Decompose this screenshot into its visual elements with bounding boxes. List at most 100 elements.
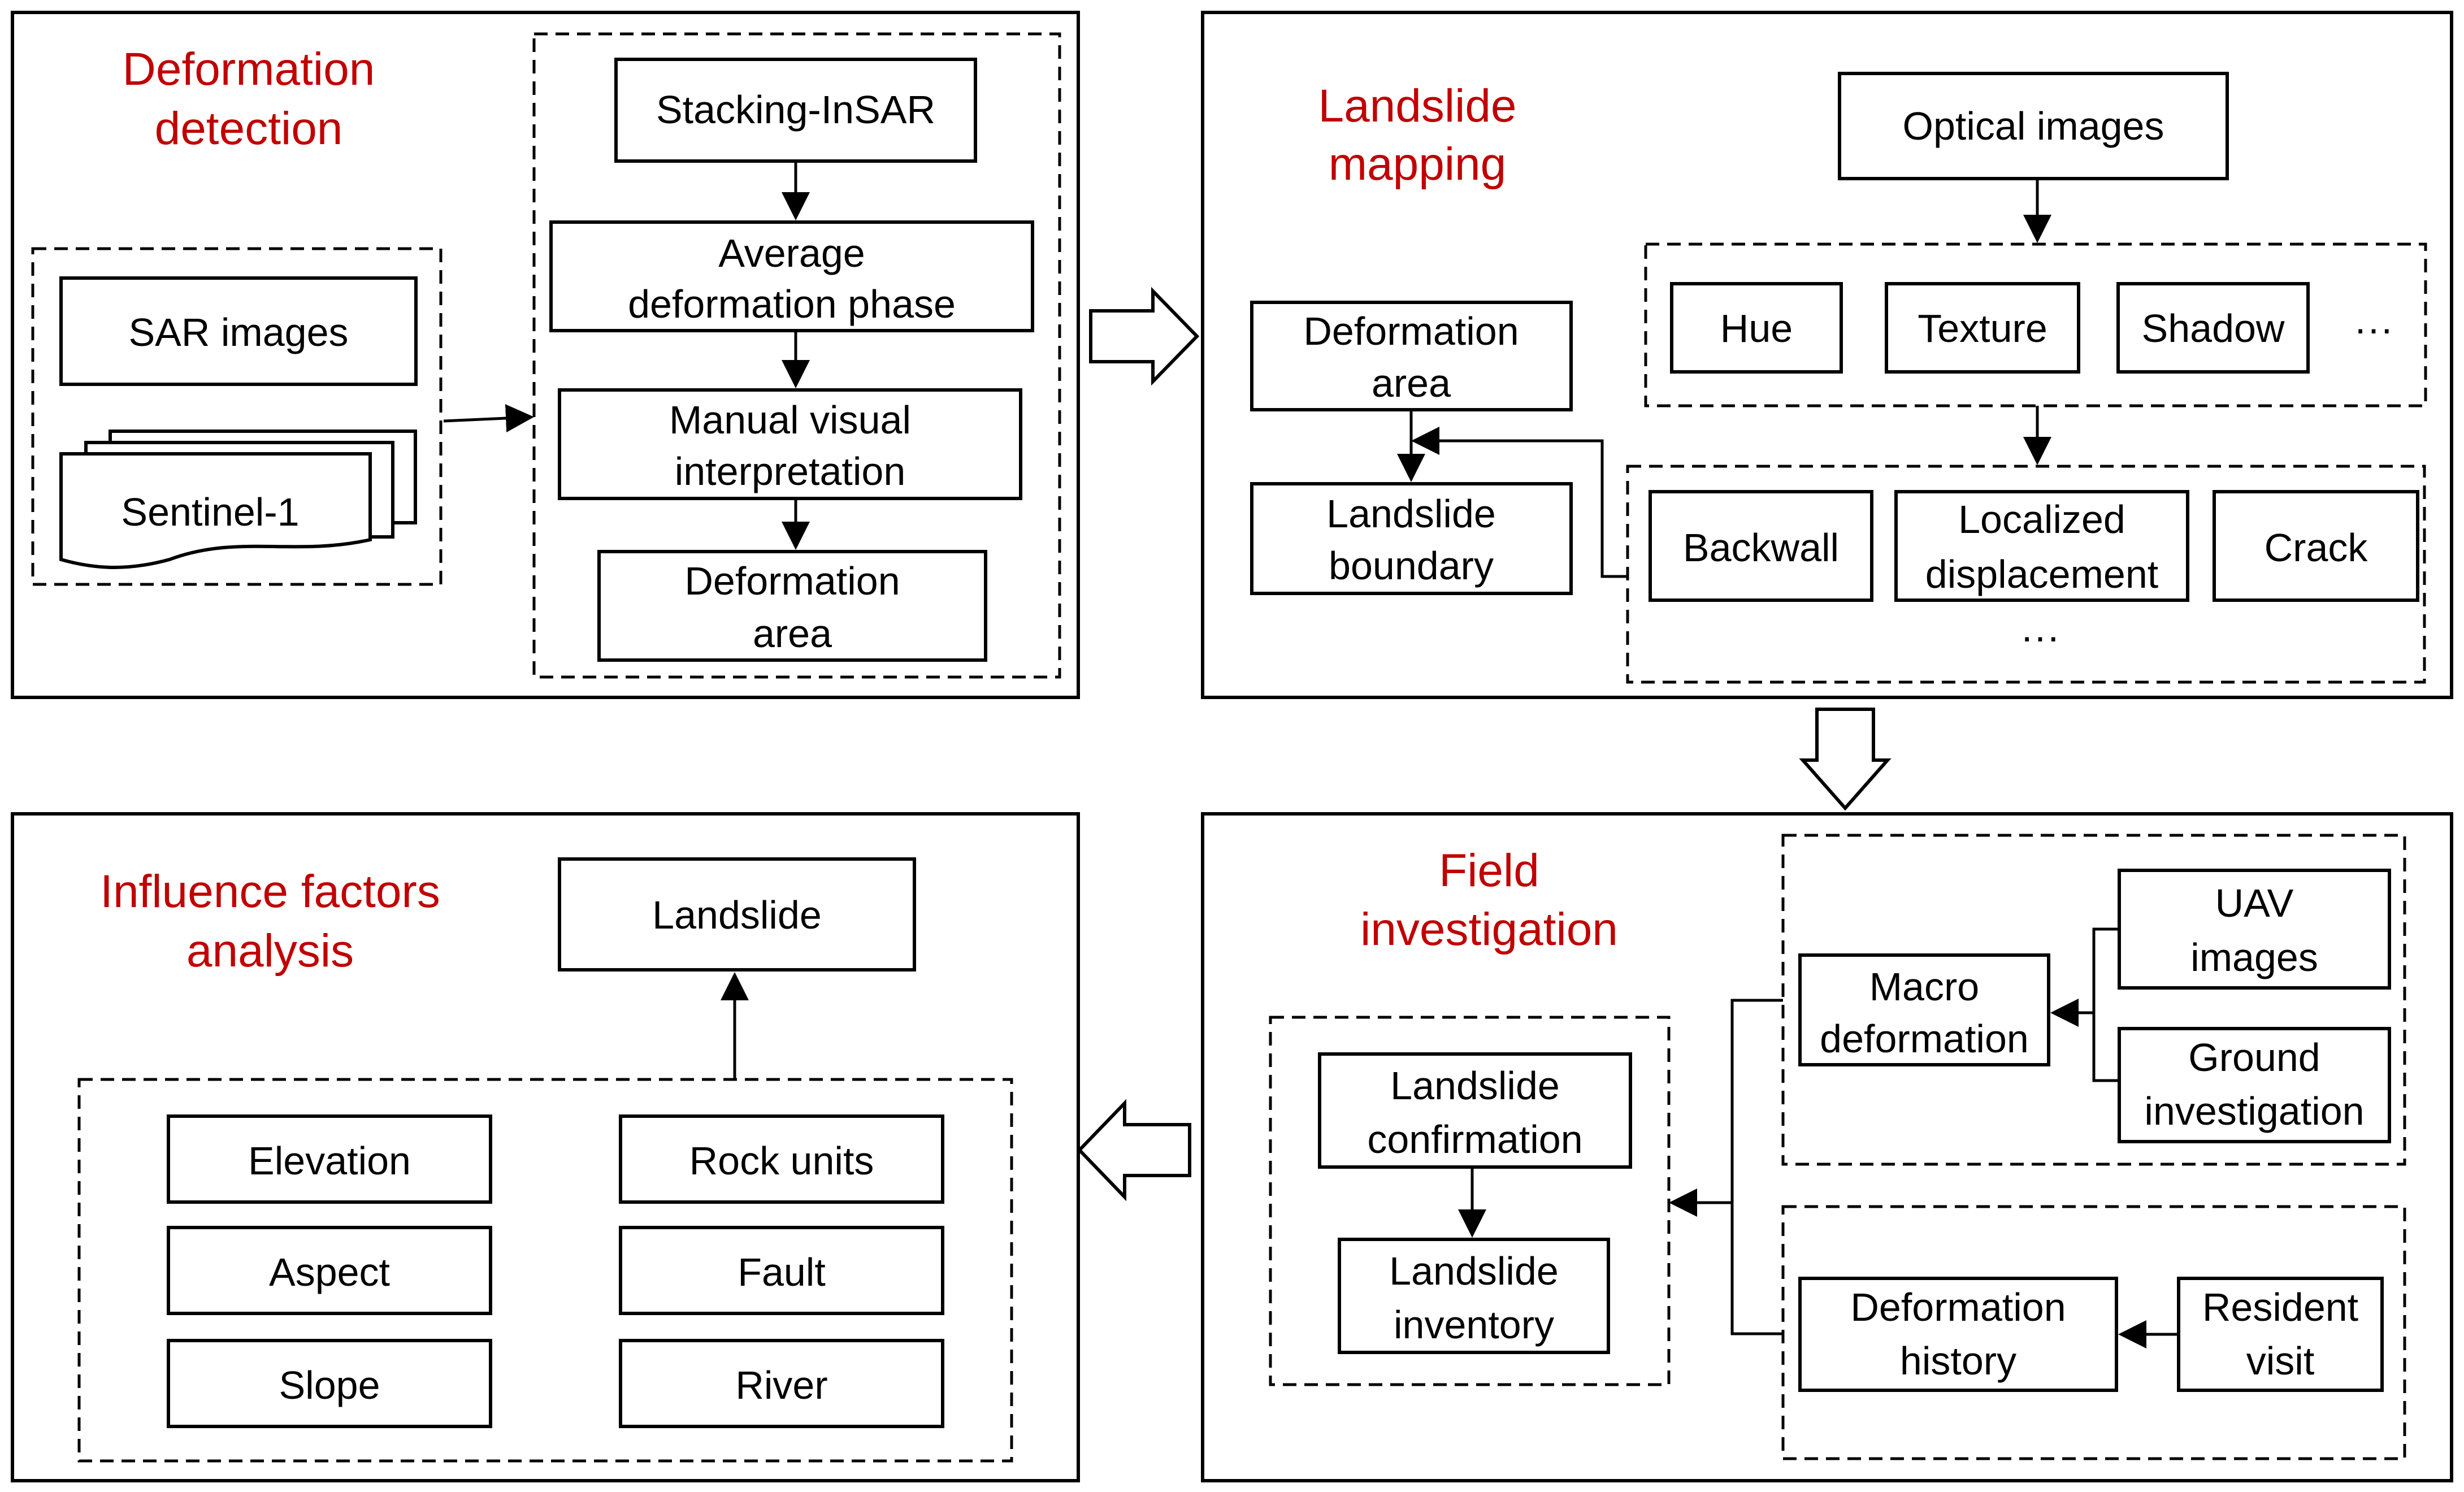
box-texture	[1885, 282, 2080, 374]
label-slope: Slope	[279, 1363, 380, 1407]
label-boundary-line2: boundary	[1329, 544, 1494, 588]
label-resident-line2: visit	[2246, 1339, 2315, 1383]
label-area2-line2: area	[1372, 361, 1451, 405]
label-elevation: Elevation	[248, 1139, 411, 1183]
box-deformation-area-2	[1250, 301, 1573, 411]
box-hue	[1670, 282, 1843, 374]
title-influence-line1: Influence factors	[100, 866, 440, 917]
label-crack: Crack	[2265, 526, 2368, 570]
box-landslide-inventory	[1338, 1238, 1610, 1354]
group-influence-factors	[77, 1078, 1013, 1463]
group-data-source	[31, 247, 443, 586]
sentinel-document-stack-icon	[59, 430, 417, 569]
arrow-source-to-process	[443, 404, 534, 433]
title-landslide-mapping-line2: mapping	[1329, 138, 1507, 190]
label-stacking-insar: Stacking-InSAR	[656, 88, 935, 132]
label-manual-line2: interpretation	[675, 449, 906, 493]
label-average-line2: deformation phase	[628, 282, 956, 326]
label-river: River	[735, 1363, 827, 1407]
ellipsis-features: ···	[2354, 306, 2393, 350]
label-area1-line1: Deformation	[684, 559, 900, 603]
box-river	[619, 1339, 944, 1428]
ellipsis-evidence: ···	[2020, 614, 2060, 658]
box-shadow	[2116, 282, 2310, 374]
label-optical-images: Optical images	[1903, 104, 2164, 148]
box-resident-visit	[2177, 1277, 2384, 1392]
label-landslide-target: Landslide	[652, 893, 822, 937]
label-texture: Texture	[1918, 306, 2047, 350]
group-confirmation	[1269, 1016, 1671, 1386]
label-backwall: Backwall	[1683, 526, 1839, 570]
label-macro-line2: deformation	[1820, 1017, 2029, 1061]
label-sar-images: SAR images	[128, 310, 348, 354]
box-landslide-target	[558, 857, 916, 971]
arrow-evidence-to-boundary	[1411, 427, 1628, 578]
title-influence-line2: analysis	[186, 925, 354, 977]
box-uav-images	[2118, 869, 2391, 990]
box-deformation-history	[1798, 1277, 2118, 1392]
box-rock-units	[619, 1114, 944, 1204]
label-inventory-line1: Landslide	[1389, 1249, 1559, 1293]
box-stacking-insar	[614, 58, 977, 163]
label-rock-units: Rock units	[689, 1139, 874, 1183]
label-history-line1: Deformation	[1850, 1285, 2066, 1329]
group-insar-processing	[532, 32, 1061, 679]
label-uav-line1: UAV	[2215, 881, 2294, 925]
box-sar-images	[59, 276, 418, 386]
panel-landslide-mapping	[1201, 11, 2453, 699]
label-localized-line2: displacement	[1925, 552, 2158, 596]
flow-arrow-field-to-influence	[1077, 1099, 1191, 1202]
box-ground-investigation	[2118, 1027, 2391, 1143]
label-localized-line1: Localized	[1958, 497, 2125, 541]
label-ground-line1: Ground	[2188, 1035, 2320, 1079]
label-hue: Hue	[1720, 306, 1793, 350]
label-uav-line2: images	[2190, 935, 2318, 979]
panel-field-investigation	[1201, 812, 2453, 1482]
box-landslide-boundary	[1250, 482, 1573, 595]
label-area2-line1: Deformation	[1303, 309, 1519, 353]
group-macro-deformation	[1781, 834, 2406, 1166]
title-landslide-mapping-line1: Landslide	[1318, 80, 1516, 132]
label-manual-line1: Manual visual	[669, 398, 911, 442]
box-slope	[167, 1339, 492, 1428]
label-aspect: Aspect	[269, 1250, 390, 1294]
label-boundary-line1: Landslide	[1326, 492, 1496, 536]
group-image-features	[1644, 242, 2427, 407]
box-deformation-area-1	[597, 550, 987, 662]
label-sentinel-1: Sentinel-1	[121, 490, 299, 534]
flow-arrow-detection-to-mapping	[1089, 287, 1200, 386]
box-macro-deformation	[1798, 953, 2050, 1066]
title-deformation-detection-line1: Deformation	[123, 44, 375, 95]
bracket-uav-ground	[2092, 927, 2119, 1082]
box-fault	[619, 1226, 944, 1315]
group-landslide-evidence	[1626, 465, 2426, 684]
box-elevation	[167, 1114, 492, 1204]
label-area1-line2: area	[753, 611, 832, 656]
title-field-line1: Field	[1439, 845, 1539, 896]
label-fault: Fault	[738, 1250, 826, 1294]
panel-influence-factors	[11, 812, 1080, 1482]
label-confirmation-line1: Landslide	[1390, 1064, 1560, 1108]
bracket-field-evidence	[1730, 999, 1783, 1335]
flow-arrow-mapping-to-field	[1799, 708, 1892, 811]
label-confirmation-line2: confirmation	[1367, 1117, 1582, 1161]
box-backwall	[1649, 490, 1873, 602]
title-deformation-detection-line2: detection	[155, 103, 343, 154]
label-average-line1: Average	[718, 231, 865, 275]
box-manual-visual-interpretation	[558, 388, 1022, 500]
box-optical-images	[1838, 72, 2229, 180]
box-average-deformation-phase	[549, 220, 1034, 332]
panel-deformation-detection	[11, 11, 1080, 699]
label-history-line2: history	[1900, 1339, 2016, 1383]
label-ground-line2: investigation	[2144, 1089, 2364, 1133]
label-inventory-line2: inventory	[1394, 1303, 1554, 1347]
label-resident-line1: Resident	[2202, 1285, 2358, 1329]
box-localized-displacement	[1894, 490, 2189, 602]
box-aspect	[167, 1226, 492, 1315]
label-macro-line1: Macro	[1869, 965, 1979, 1009]
box-crack	[2213, 490, 2419, 602]
title-field-line2: investigation	[1360, 904, 1618, 955]
label-shadow: Shadow	[2142, 306, 2285, 350]
box-landslide-confirmation	[1318, 1052, 1632, 1169]
